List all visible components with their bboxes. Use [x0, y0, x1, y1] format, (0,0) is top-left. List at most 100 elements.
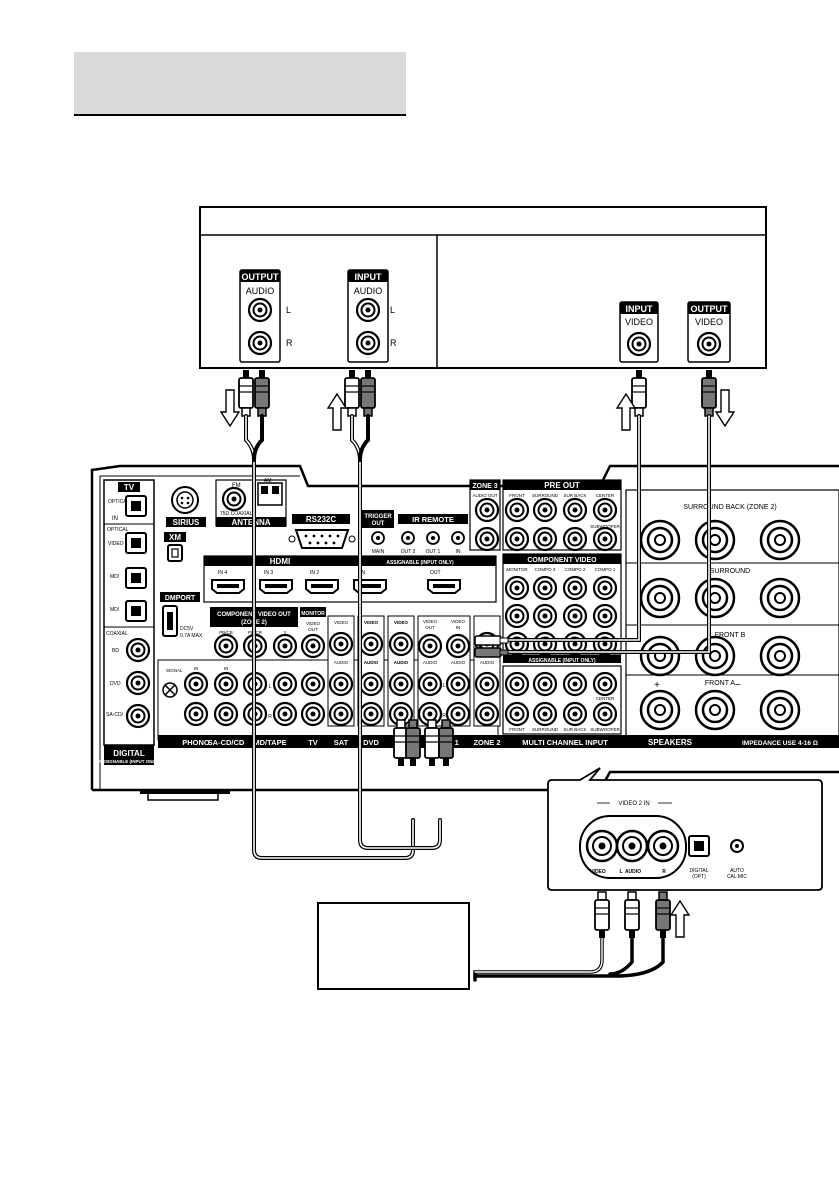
input-audio-jacks: INPUT AUDIO L R	[347, 269, 397, 363]
sur-back-label: SUR BACK	[563, 493, 586, 498]
front-video-label: VIDEO	[590, 869, 606, 875]
subwoofer-label: SUBWOOFER	[590, 727, 620, 732]
mdtape-in-label: MD/	[110, 574, 120, 580]
optical-label: OPTICAL	[108, 499, 130, 505]
video1-audio-in-label: AUDIO	[451, 660, 466, 665]
video1-video-out-label: VIDEO	[423, 619, 438, 624]
surround-label: SURROUND	[532, 493, 559, 498]
video1-video-in-label: VIDEO	[451, 619, 466, 624]
dvd-video-label: VIDEO	[364, 620, 379, 625]
dcsv-max-label: 0.7A MAX	[180, 633, 203, 639]
front-a-label: FRONT A	[705, 680, 736, 687]
device-plugs	[238, 369, 717, 417]
pb-label: PB/CB	[219, 630, 233, 635]
phono-label: PHONO	[182, 738, 210, 747]
input-sub: AUDIO	[354, 286, 383, 296]
front-label: FRONT	[509, 727, 525, 732]
header-bar	[74, 52, 406, 114]
input-tag: INPUT	[355, 272, 383, 282]
bd-audio-label: AUDIO	[394, 660, 409, 665]
ir-remote-label: IR REMOTE	[412, 515, 454, 524]
compo3-label: COMPO 3	[535, 567, 556, 572]
ch-l-label: L	[286, 305, 291, 315]
arrow-up-icon	[327, 393, 347, 431]
am-label: AM	[264, 478, 272, 484]
component-video-label: COMPONENT VIDEO	[527, 557, 597, 564]
speaker-surround-label: SURROUND	[710, 568, 750, 575]
trigger-label: TRIGGER	[364, 514, 392, 520]
out1-label: OUT 1	[426, 549, 441, 555]
ch-l-label: L	[390, 305, 395, 315]
tv-badge: TV	[124, 483, 135, 492]
in-label: IN	[456, 549, 461, 555]
surround-back-label: SURROUND BACK (ZONE 2)	[683, 504, 776, 511]
monitor-out-label: MONITOR	[506, 567, 528, 572]
ch-r-label: R	[286, 338, 293, 348]
dvd-label: DVD	[363, 738, 379, 747]
l-label: L	[443, 683, 446, 689]
video1-in-label: VIDEO 1	[108, 541, 128, 547]
subwoofer-label: SUBWOOFER	[590, 524, 620, 529]
antenna-label: ANTENNA	[231, 518, 270, 527]
coax75-label: 75Ω COAXIAL	[220, 511, 253, 517]
sacd-cd-label: SA-CD/CD	[208, 738, 245, 747]
dvd-in-label: DVD	[110, 681, 121, 687]
multi-channel-input-label: MULTI CHANNEL INPUT	[522, 738, 608, 747]
speakers-label: SPEAKERS	[648, 738, 693, 747]
pre-out-label: PRE OUT	[544, 481, 580, 490]
arrow-down-icon	[220, 389, 240, 427]
in1-label: IN	[360, 570, 365, 576]
front-r-label: R	[662, 869, 666, 875]
front-panel-plugs	[594, 891, 671, 939]
monitor-video-label: VIDEO	[306, 621, 321, 626]
input-video-tag: INPUT	[626, 304, 654, 314]
sat-label: SAT	[334, 738, 349, 747]
center-label: CENTER	[596, 493, 615, 498]
rs232c-label: RS232C	[306, 515, 336, 524]
compo1-label: COMPO 1	[595, 567, 616, 572]
cal-mic-label: CAL MIC	[727, 874, 747, 880]
monitor-out-label: OUT	[308, 627, 318, 632]
sur-back-label: SUR BACK	[563, 727, 586, 732]
bd-video-label: VIDEO	[394, 620, 409, 625]
md-tape-label: MD/TAPE	[253, 738, 286, 747]
receiver-rear-panel: TV OPTICAL IN OPTICAL VIDEO 1 MD/ MD/ CO…	[90, 464, 839, 801]
audio-out-label: AUDIO OUT	[472, 493, 497, 498]
zone3-label: ZONE 3	[472, 483, 497, 490]
ch-r-label: R	[390, 338, 397, 348]
input-video-sub: VIDEO	[625, 317, 653, 327]
in-label: IN	[112, 516, 118, 522]
xm-label: XM	[169, 533, 181, 542]
front-l-label: L	[619, 869, 622, 875]
auto-cal-label: AUTO	[730, 868, 744, 874]
output-video-sub: VIDEO	[695, 317, 723, 327]
r-label: R	[268, 714, 272, 720]
output-video-jack: OUTPUT VIDEO	[687, 301, 731, 363]
minus-label: −	[735, 680, 741, 691]
in4-label: IN 4	[218, 570, 227, 576]
sacd-in-label: SA-CD/	[106, 712, 124, 718]
hdmi-label: HDMI	[270, 557, 290, 566]
plus-label: +	[654, 680, 660, 691]
zone2-audio-label: AUDIO	[480, 660, 495, 665]
impedance-label: IMPEDANCE USE 4-16 Ω	[742, 740, 818, 747]
bd-in-label: BD	[112, 648, 119, 654]
input-video-jack: INPUT VIDEO	[619, 301, 659, 363]
digital-sub-label: ASSIGNABLE (INPUT ONLY)	[99, 759, 160, 764]
component-assignable-label: ASSIGNABLE (INPUT ONLY)	[528, 658, 596, 664]
digital-opt-sub-label: (OPT)	[692, 874, 706, 880]
front-panel-inset: VIDEO 2 IN VIDEO AUDIO R L DIGITAL (OPT)…	[547, 767, 823, 891]
dmport-label: DMPORT	[165, 595, 196, 602]
arrow-down-icon	[715, 389, 735, 427]
signal-gnd-label: SIGNAL	[166, 668, 183, 673]
video1-in-label: IN	[456, 625, 461, 630]
output-video-tag: OUTPUT	[691, 304, 729, 314]
output-tag: OUTPUT	[242, 272, 280, 282]
dvd-audio-label: AUDIO	[364, 660, 379, 665]
dcsv-label: DC5V	[180, 626, 194, 632]
optical-label: OPTICAL	[107, 527, 129, 533]
l-label: L	[269, 684, 272, 690]
output-sub: AUDIO	[246, 286, 275, 296]
video1-audio-out-label: AUDIO	[423, 660, 438, 665]
